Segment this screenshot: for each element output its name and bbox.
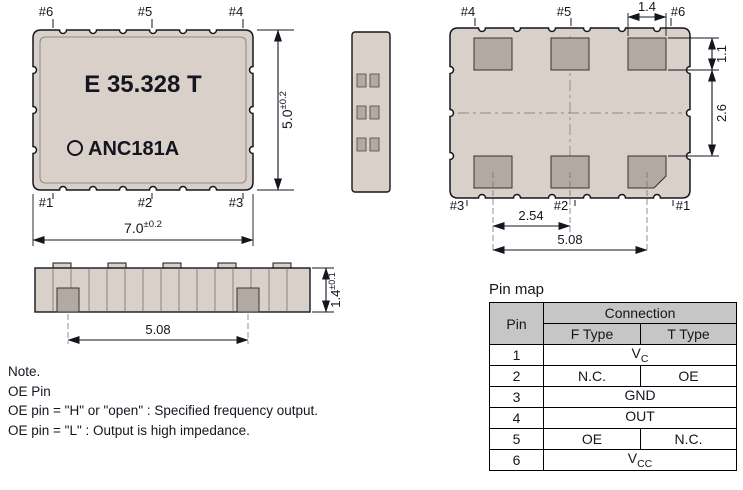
header-connection: Connection <box>542 302 738 324</box>
svg-text:1.4±0.1: 1.4±0.1 <box>327 272 343 308</box>
side-view-drawing <box>351 31 391 193</box>
pin-number: 6 <box>489 449 544 471</box>
svg-text:5.08: 5.08 <box>145 322 170 337</box>
pin-map-section: Pin map Pin Connection F Type T Type 1 V… <box>489 281 738 471</box>
pad-6 <box>627 37 667 71</box>
pin-connection-f: OE <box>543 428 641 450</box>
dim-span: 5.08 <box>492 232 648 254</box>
pin-label-5: #5 <box>138 4 152 19</box>
pin-connection: VCC <box>542 449 738 471</box>
side-castellation-pads <box>356 73 380 152</box>
pin-label-4: #4 <box>229 4 243 19</box>
svg-text:1.4: 1.4 <box>638 0 656 14</box>
svg-text:5.0±0.2: 5.0±0.2 <box>278 91 295 129</box>
pin-row-6: 6 VCC <box>489 449 738 471</box>
pin-row-3: 3 GND <box>489 386 738 408</box>
dim-pitch: 2.54 <box>492 208 571 230</box>
dim-row-gap: 2.6 <box>668 69 729 157</box>
pin-label-1: #1 <box>676 198 690 213</box>
pad-5 <box>550 37 590 71</box>
pin-row-1: 1 VC <box>489 344 738 366</box>
pin-connection: GND <box>542 386 738 408</box>
pad-4 <box>473 37 513 71</box>
note-line-2: OE pin = "L" : Output is high impedance. <box>8 422 250 438</box>
pin-leader-ticks <box>52 19 244 199</box>
svg-text:2.6: 2.6 <box>714 104 729 122</box>
svg-text:5.08: 5.08 <box>557 232 582 247</box>
pin-label-3: #3 <box>450 198 464 213</box>
pin-number: 2 <box>489 365 544 387</box>
header-row-2: F Type T Type <box>490 323 738 345</box>
header-f-type: F Type <box>543 323 641 345</box>
package-outline <box>32 29 254 191</box>
pin-label-4: #4 <box>461 4 475 19</box>
svg-text:1.1: 1.1 <box>714 45 729 63</box>
pin-label-2: #2 <box>138 195 152 210</box>
svg-text:7.0±0.2: 7.0±0.2 <box>124 219 162 236</box>
bottom-view-drawing: #4 #5 #6 #3 #2 #1 1.4 1.1 2.6 2.54 5.08 <box>449 0 729 254</box>
pin-label-6: #6 <box>39 4 53 19</box>
pin-number: 3 <box>489 386 544 408</box>
pin-number: 1 <box>489 344 544 366</box>
pin1-indicator-circle <box>67 140 83 156</box>
pin-map-table: Pin Connection F Type T Type 1 VC 2 N.C.… <box>489 302 738 471</box>
top-view-drawing: E 35.328 T ANC181A #6 #5 #4 #1 #2 #3 7.0… <box>32 4 295 246</box>
note-title: Note. <box>8 364 41 379</box>
pin-map-title: Pin map <box>489 281 545 298</box>
package-inner-line <box>39 36 247 184</box>
pin-connection-f: N.C. <box>543 365 641 387</box>
pin-label-6: #6 <box>671 4 685 19</box>
dim-pad-width: 1.4 <box>627 0 667 36</box>
note-block: Note. OE Pin OE pin = "H" or "open" : Sp… <box>8 362 318 440</box>
pin-label-1: #1 <box>39 195 53 210</box>
pin-label-3: #3 <box>229 195 243 210</box>
profile-body <box>34 267 311 313</box>
pin-label-2: #2 <box>554 198 568 213</box>
pin-leader-ticks <box>466 18 674 206</box>
note-line-1: OE pin = "H" or "open" : Specified frequ… <box>8 403 318 418</box>
dim-span: 5.08 <box>67 314 249 344</box>
pin-connection-t: N.C. <box>639 428 738 450</box>
svg-text:2.54: 2.54 <box>518 208 543 223</box>
pin-row-5: 5 OE N.C. <box>489 428 738 450</box>
marking-frequency: E 35.328 T <box>84 71 202 98</box>
pin-number: 4 <box>489 407 544 429</box>
pin-number: 5 <box>489 428 544 450</box>
profile-pads <box>56 287 260 313</box>
profile-view-drawing: 5.08 1.4±0.1 <box>34 262 343 344</box>
header-row-1: Pin Connection <box>489 302 738 345</box>
dim-thickness: 1.4±0.1 <box>312 267 343 313</box>
pin-row-2: 2 N.C. OE <box>489 365 738 387</box>
pin-connection: OUT <box>542 407 738 429</box>
dim-body-width: 7.0±0.2 <box>32 194 254 246</box>
marking-model: ANC181A <box>88 138 179 160</box>
dim-body-height: 5.0±0.2 <box>257 29 295 191</box>
note-subtitle: OE Pin <box>8 383 51 399</box>
header-t-type: T Type <box>639 323 738 345</box>
pin-connection-t: OE <box>639 365 738 387</box>
pin-row-4: 4 OUT <box>489 407 738 429</box>
pin-connection: VC <box>542 344 738 366</box>
pin-label-5: #5 <box>557 4 571 19</box>
header-pin: Pin <box>489 302 544 345</box>
